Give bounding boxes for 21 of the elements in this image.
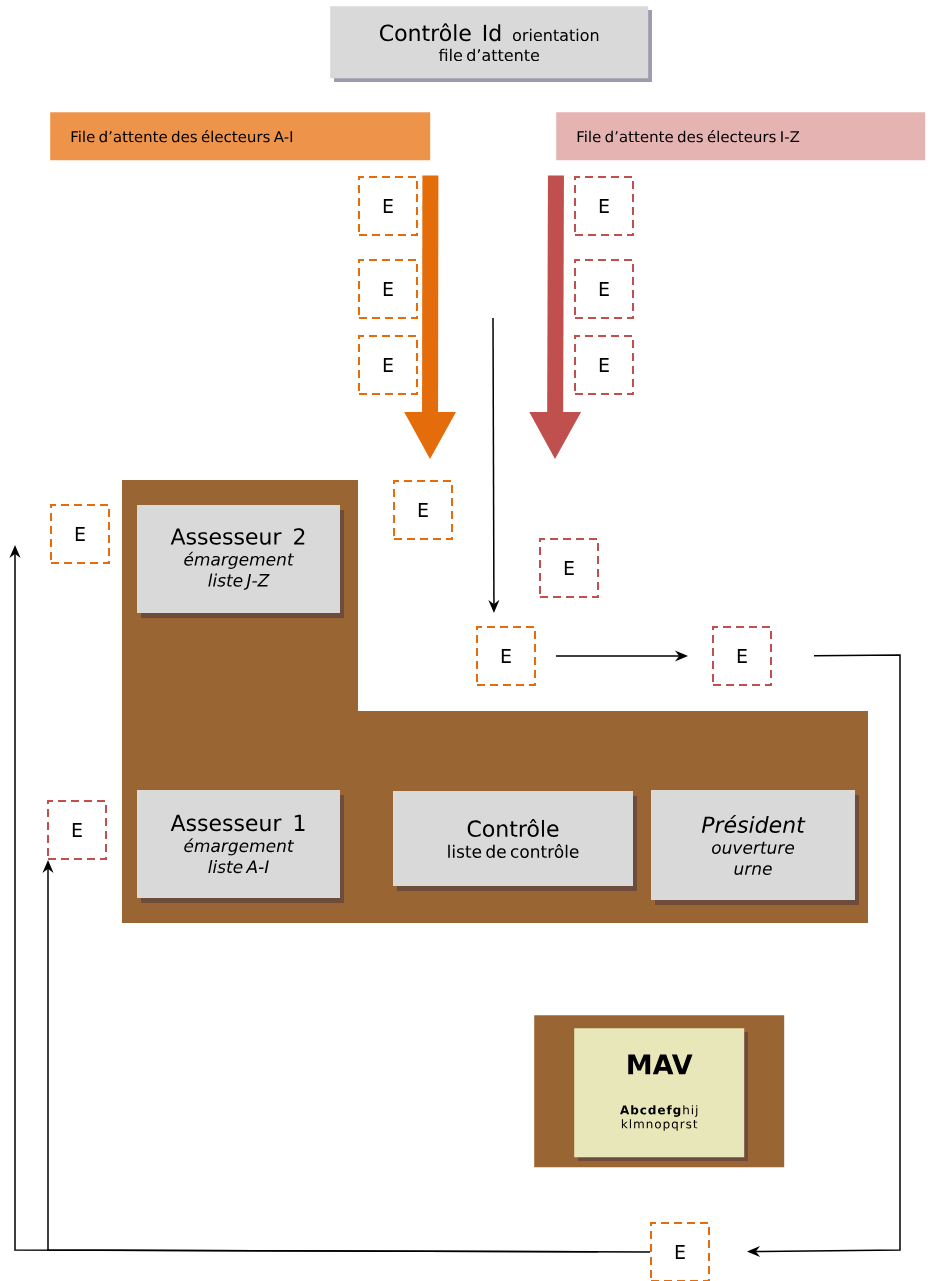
desk-box: Contrôle liste de contrôle: [393, 791, 637, 891]
dashed-box: E: [358, 335, 418, 395]
dashed-box: E: [539, 538, 599, 598]
dashed-box: E: [574, 259, 634, 319]
queue-banner: File d’attente des électeurs I-Z: [556, 112, 926, 161]
desk-box: Assesseur 2 émargement liste J-Z: [137, 505, 344, 618]
sign-card: MAV Abcdefghij klmnopqrst: [574, 1028, 748, 1161]
dashed-box: E: [650, 1222, 710, 1281]
dashed-box: E: [47, 800, 107, 860]
dashed-box: E: [712, 626, 772, 686]
desk-box: Assesseur 1 émargement liste A-I: [137, 790, 344, 903]
desk-box: Président ouverture urne: [651, 790, 859, 905]
dashed-box: E: [50, 504, 110, 564]
dashed-box: E: [358, 259, 418, 319]
dashed-box: E: [393, 480, 453, 540]
title-box: Contrôle Id orientation file d’attente: [330, 6, 652, 82]
dashed-box: E: [476, 626, 536, 686]
dashed-box: E: [358, 176, 418, 236]
dashed-box: E: [574, 176, 634, 236]
dashed-box: E: [574, 335, 634, 395]
queue-banner: File d’attente des électeurs A-I: [50, 112, 431, 161]
